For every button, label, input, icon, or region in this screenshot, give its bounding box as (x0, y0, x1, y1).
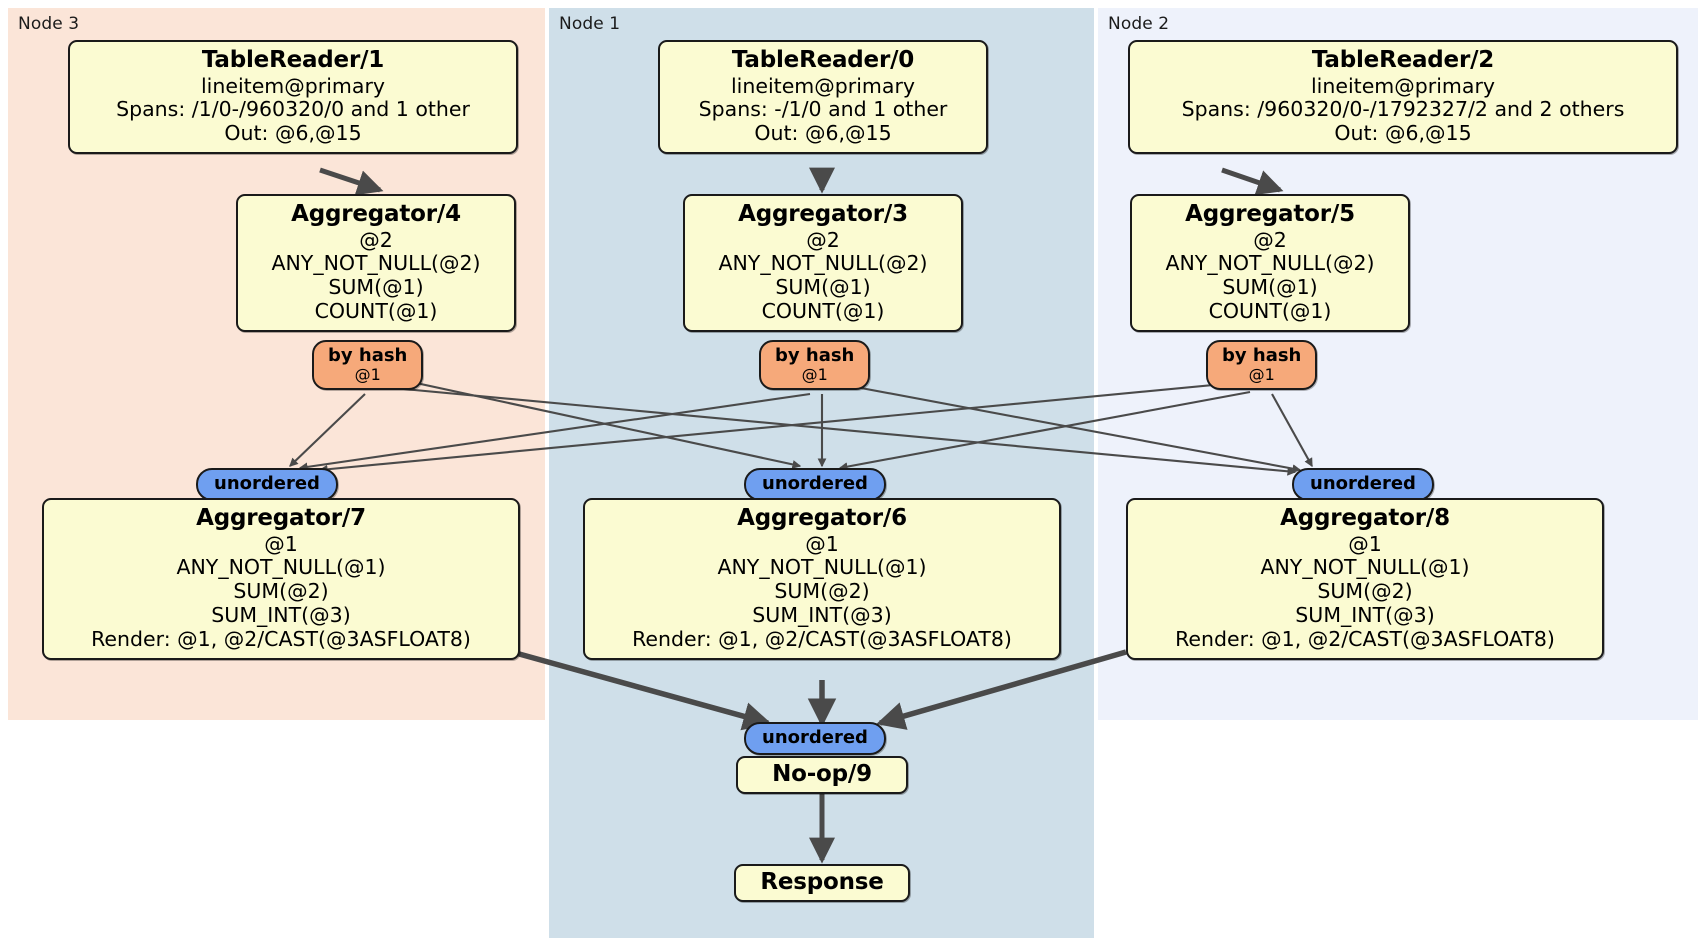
box-line: lineitem@primary (1310, 73, 1496, 98)
box-line: lineitem@primary (730, 73, 916, 98)
synchronizer-label: unordered (1310, 473, 1416, 494)
box-title: Response (760, 869, 884, 895)
box-line: Render: @1, @2/CAST(@3ASFLOAT8) (1175, 626, 1555, 651)
box-line: SUM_INT(@3) (1295, 602, 1435, 627)
box-title: Aggregator/8 (1280, 505, 1450, 531)
router-label: by hash (1222, 345, 1302, 366)
synchronizer-right[interactable]: unordered (1292, 468, 1434, 501)
box-line: Out: @6,@15 (1334, 121, 1472, 146)
box-line: Render: @1, @2/CAST(@3ASFLOAT8) (632, 626, 1012, 651)
box-title: Aggregator/7 (196, 505, 366, 531)
processor-aggregator-4[interactable]: Aggregator/4 @2 ANY_NOT_NULL(@2) SUM(@1)… (236, 194, 516, 332)
box-line: SUM(@2) (1317, 579, 1413, 604)
hash-router-left[interactable]: by hash @1 (312, 340, 424, 391)
box-title: Aggregator/3 (738, 201, 908, 227)
box-line: SUM_INT(@3) (211, 602, 351, 627)
box-title: Aggregator/5 (1185, 201, 1355, 227)
synchronizer-left[interactable]: unordered (196, 468, 338, 501)
box-line: Out: @6,@15 (224, 121, 362, 146)
box-line: ANY_NOT_NULL(@2) (271, 251, 481, 276)
box-title: No-op/9 (772, 761, 872, 787)
synchronizer-label: unordered (762, 473, 868, 494)
processor-table-reader-1[interactable]: TableReader/1 lineitem@primary Spans: /1… (68, 40, 518, 154)
box-line: ANY_NOT_NULL(@2) (718, 251, 928, 276)
synchronizer-center[interactable]: unordered (744, 468, 886, 501)
processor-aggregator-6[interactable]: Aggregator/6 @1 ANY_NOT_NULL(@1) SUM(@2)… (583, 498, 1061, 660)
box-line: SUM(@1) (775, 275, 871, 300)
box-title: TableReader/1 (201, 47, 385, 73)
node-panel-label-node2: Node 2 (1108, 14, 1170, 34)
box-line: Out: @6,@15 (754, 121, 892, 146)
processor-aggregator-8[interactable]: Aggregator/8 @1 ANY_NOT_NULL(@1) SUM(@2)… (1126, 498, 1604, 660)
processor-aggregator-7[interactable]: Aggregator/7 @1 ANY_NOT_NULL(@1) SUM(@2)… (42, 498, 520, 660)
router-label: by hash (328, 345, 408, 366)
box-line: SUM_INT(@3) (752, 602, 892, 627)
box-line: @2 (1253, 227, 1287, 252)
router-label: by hash (775, 345, 855, 366)
box-line: Spans: /960320/0-/1792327/2 and 2 others (1181, 97, 1625, 122)
box-line: COUNT(@1) (761, 298, 885, 323)
hash-router-center[interactable]: by hash @1 (759, 340, 871, 391)
box-line: ANY_NOT_NULL(@1) (1260, 555, 1470, 580)
processor-table-reader-2[interactable]: TableReader/2 lineitem@primary Spans: /9… (1128, 40, 1678, 154)
router-sublabel: @1 (801, 364, 828, 384)
box-title: TableReader/2 (1311, 47, 1495, 73)
hash-router-right[interactable]: by hash @1 (1206, 340, 1318, 391)
processor-aggregator-3[interactable]: Aggregator/3 @2 ANY_NOT_NULL(@2) SUM(@1)… (683, 194, 963, 332)
processor-noop-9[interactable]: No-op/9 (736, 756, 908, 794)
box-line: ANY_NOT_NULL(@1) (176, 555, 386, 580)
box-line: lineitem@primary (200, 73, 386, 98)
box-line: SUM(@2) (233, 579, 329, 604)
box-line: @1 (1348, 531, 1382, 556)
router-sublabel: @1 (1248, 364, 1275, 384)
box-line: SUM(@1) (1222, 275, 1318, 300)
processor-response[interactable]: Response (734, 864, 910, 902)
box-line: @2 (359, 227, 393, 252)
router-sublabel: @1 (354, 364, 381, 384)
box-line: SUM(@1) (328, 275, 424, 300)
synchronizer-label: unordered (762, 727, 868, 748)
box-title: Aggregator/6 (737, 505, 907, 531)
node-panel-label-node1: Node 1 (559, 14, 621, 34)
synchronizer-final[interactable]: unordered (744, 722, 886, 755)
node-panel-label-node3: Node 3 (18, 14, 80, 34)
box-line: COUNT(@1) (1208, 298, 1332, 323)
box-line: @1 (805, 531, 839, 556)
box-title: Aggregator/4 (291, 201, 461, 227)
box-line: ANY_NOT_NULL(@1) (717, 555, 927, 580)
box-line: @2 (806, 227, 840, 252)
processor-table-reader-0[interactable]: TableReader/0 lineitem@primary Spans: -/… (658, 40, 988, 154)
box-line: ANY_NOT_NULL(@2) (1165, 251, 1375, 276)
box-line: Spans: /1/0-/960320/0 and 1 other (116, 97, 470, 122)
processor-aggregator-5[interactable]: Aggregator/5 @2 ANY_NOT_NULL(@2) SUM(@1)… (1130, 194, 1410, 332)
box-title: TableReader/0 (731, 47, 915, 73)
box-line: SUM(@2) (774, 579, 870, 604)
box-line: @1 (264, 531, 298, 556)
box-line: COUNT(@1) (314, 298, 438, 323)
box-line: Render: @1, @2/CAST(@3ASFLOAT8) (91, 626, 471, 651)
synchronizer-label: unordered (214, 473, 320, 494)
box-line: Spans: -/1/0 and 1 other (698, 97, 948, 122)
